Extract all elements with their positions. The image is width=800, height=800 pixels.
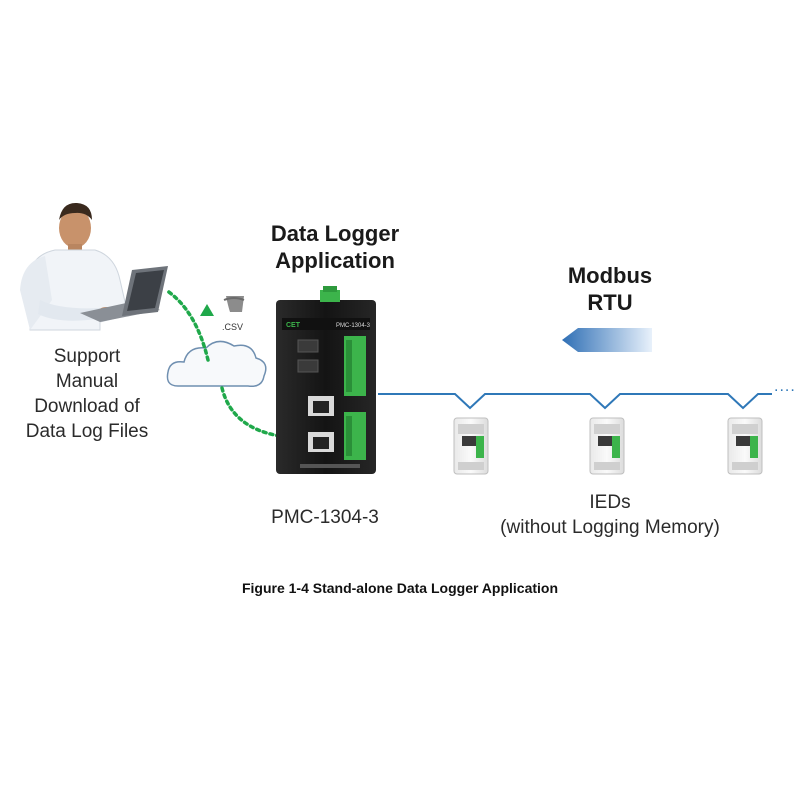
direction-arrow xyxy=(562,328,652,352)
support-line3: Download of xyxy=(34,396,140,417)
app-heading-line1: Data Logger xyxy=(270,221,400,246)
ied-device-1 xyxy=(453,417,489,475)
support-text: Support Manual Download of Data Log File… xyxy=(2,344,172,444)
dashed-link-lower xyxy=(220,386,282,438)
csv-file-icon xyxy=(223,296,245,312)
app-heading-line2: Application xyxy=(275,248,395,273)
figure-caption: Figure 1-4 Stand-alone Data Logger Appli… xyxy=(241,580,559,596)
cloud-icon xyxy=(166,340,267,388)
ieds-line2: (without Logging Memory) xyxy=(500,517,720,538)
device-model-label: PMC-1304-3 xyxy=(271,507,379,528)
device-brand-text: CET xyxy=(286,322,301,329)
protocol-heading: Modbus RTU xyxy=(540,262,680,316)
ieds-line1: IEDs xyxy=(589,492,631,513)
support-line4: Data Log Files xyxy=(25,421,149,442)
user-with-laptop-image xyxy=(20,202,168,331)
protocol-line2: RTU xyxy=(587,290,633,315)
rs485-bus-line xyxy=(378,393,772,410)
dashed-link-upper xyxy=(164,288,214,362)
protocol-line1: Modbus xyxy=(567,263,653,288)
csv-label: .CSV xyxy=(222,322,244,332)
support-line1: Support xyxy=(53,346,121,367)
pmc-device-image: CET PMC-1304-3 xyxy=(276,286,376,474)
device-panel-label: PMC-1304-3 xyxy=(336,323,371,329)
support-line2: Manual xyxy=(55,371,119,392)
app-heading: Data Logger Application xyxy=(240,220,430,274)
bus-continuation: .... xyxy=(774,378,796,395)
ieds-label: IEDs (without Logging Memory) xyxy=(470,490,750,540)
ied-device-3 xyxy=(727,417,763,475)
ied-device-2 xyxy=(589,417,625,475)
